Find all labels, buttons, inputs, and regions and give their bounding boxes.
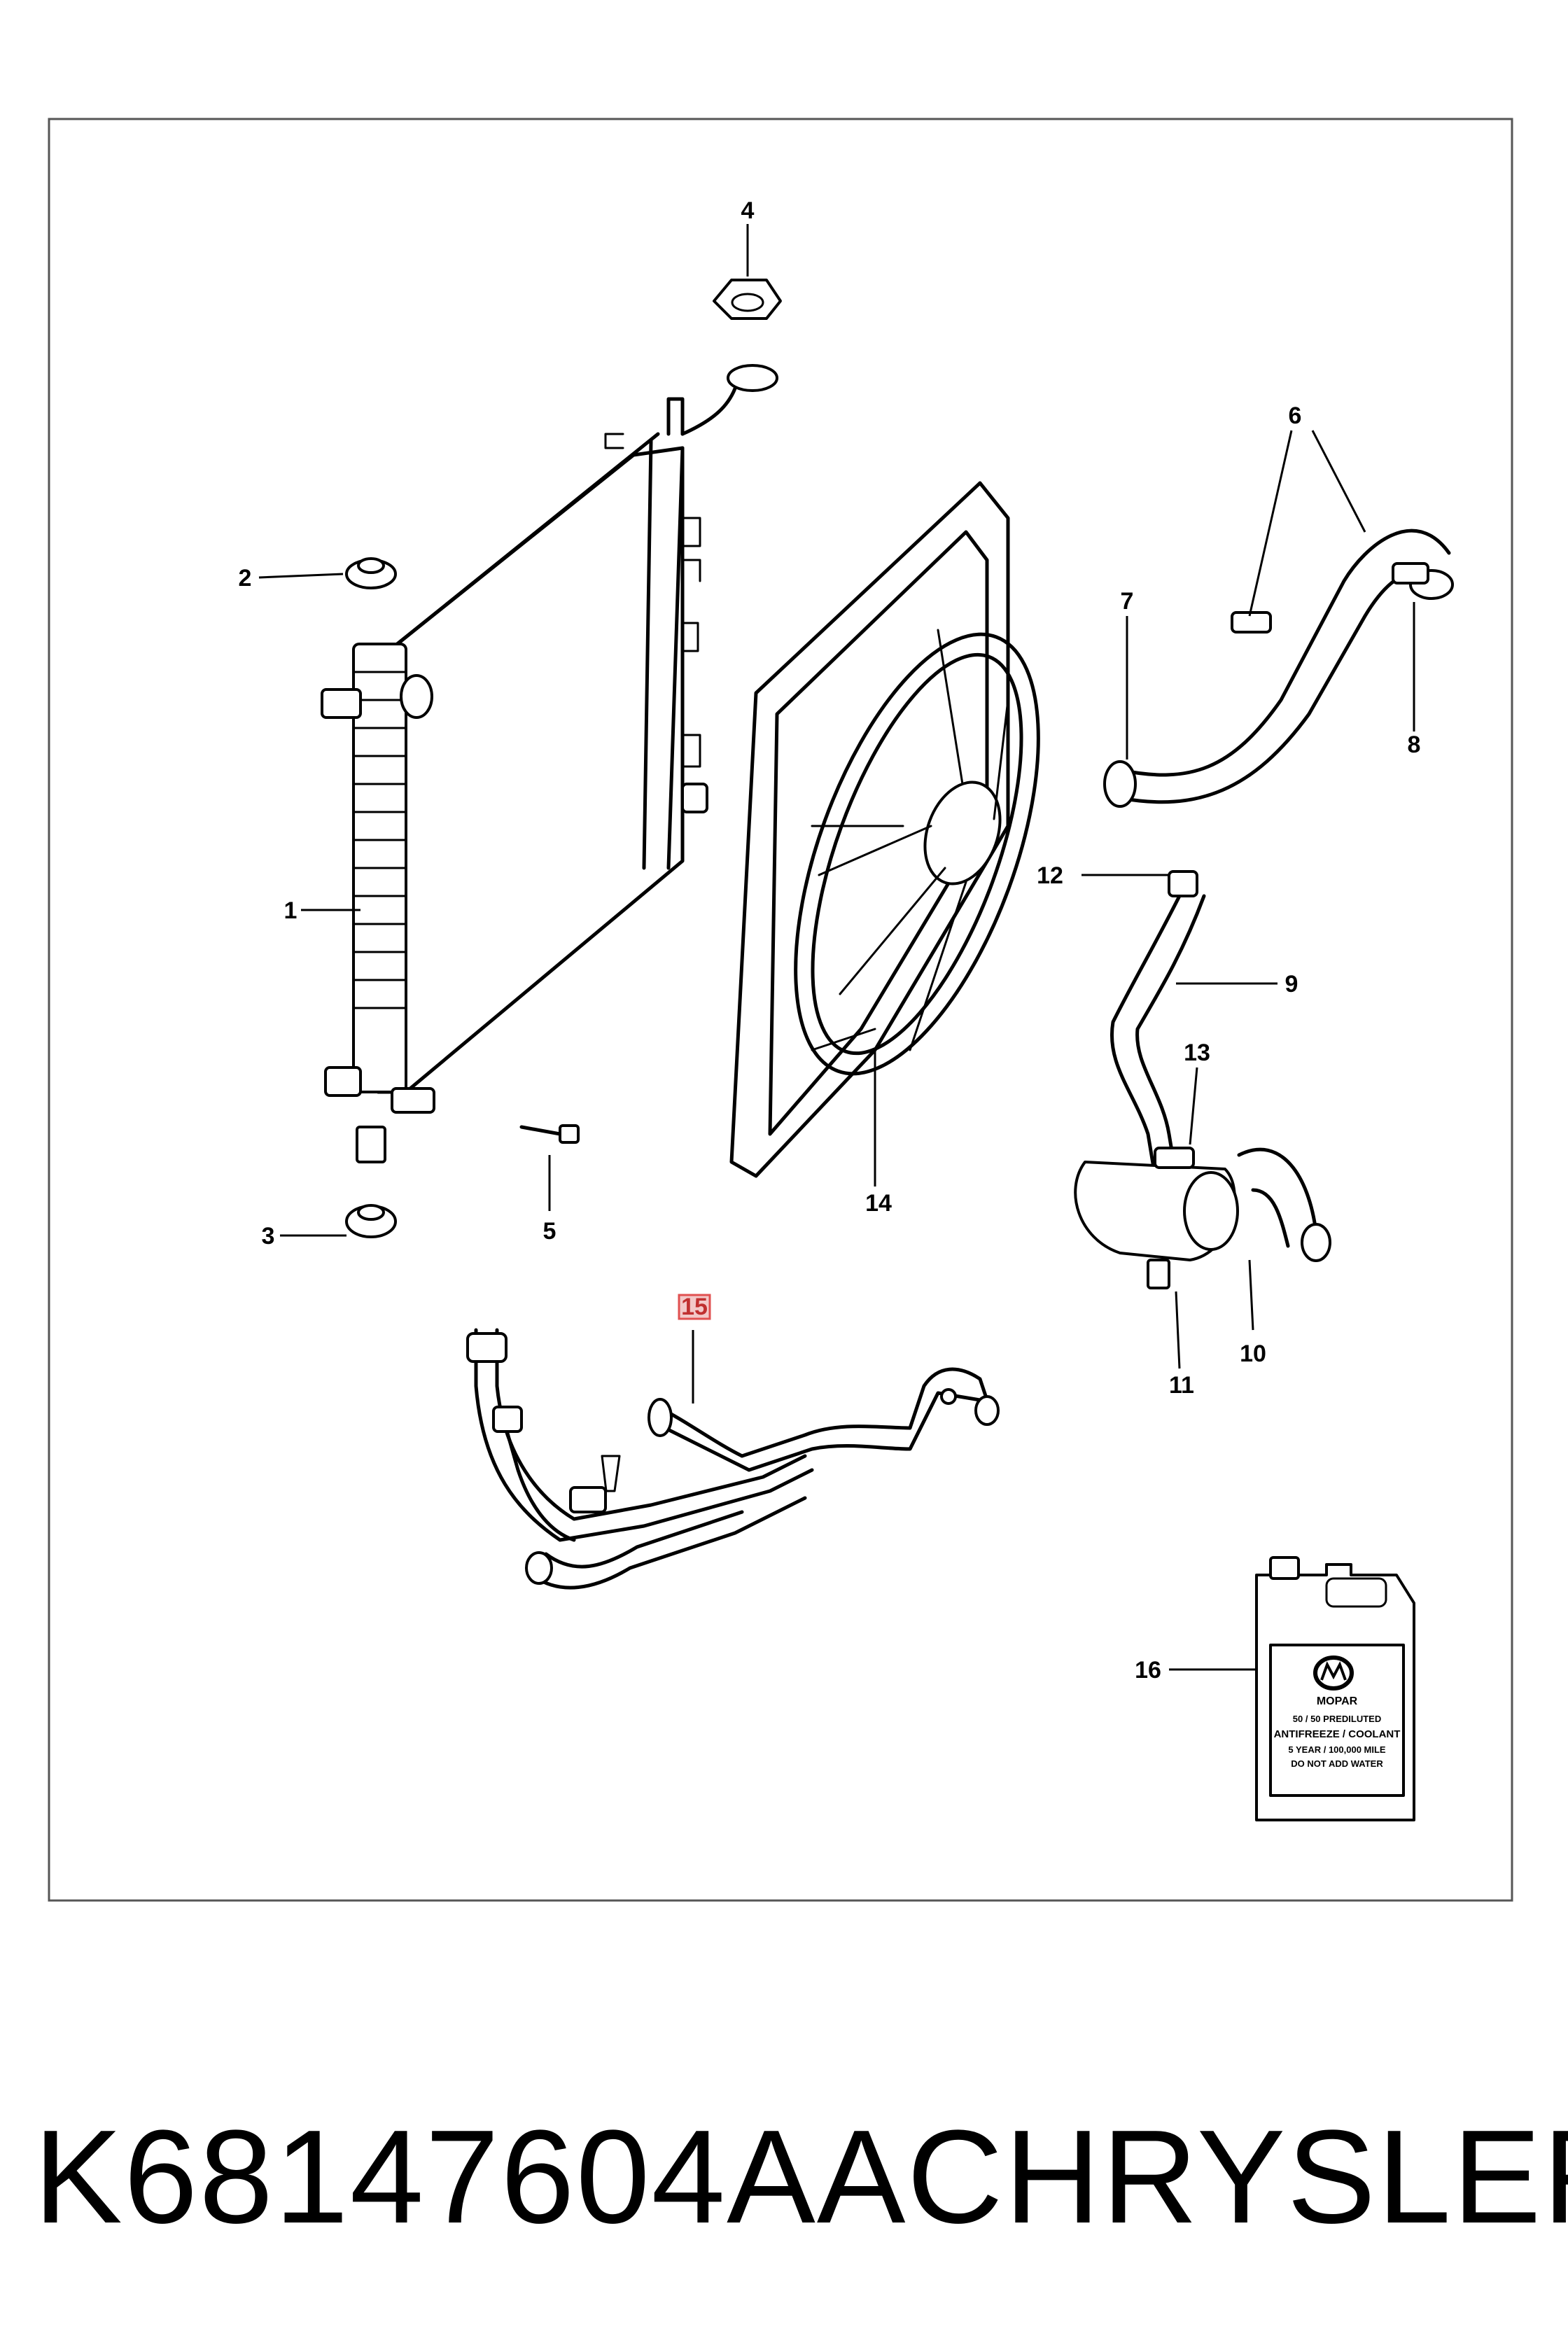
upper-radiator-hose [1103,528,1454,808]
jug-line-1: 50 / 50 PREDILUTED [1293,1714,1381,1724]
callout-13: 13 [1184,1040,1210,1066]
jug-line-4: DO NOT ADD WATER [1291,1758,1383,1769]
callout-7: 7 [1121,588,1134,615]
bolt [519,1124,580,1144]
callout-1: 1 [284,897,298,924]
coolant-jug [1255,1556,1415,1821]
brand-name: CHRYSLER [906,2103,1568,2251]
part-number: K68147604AA [34,2103,907,2251]
fan-shroud-assembly [729,481,1040,1178]
callout-9: 9 [1285,971,1298,997]
mopar-logo [1313,1656,1354,1690]
jug-line-3: 5 YEAR / 100,000 MILE [1288,1744,1386,1755]
callout-6: 6 [1289,402,1302,429]
pressure-cap [713,279,782,320]
jug-line-2: ANTIFREEZE / COOLANT [1274,1728,1401,1740]
callout-2: 2 [239,565,252,592]
callout-12: 12 [1037,862,1063,889]
callout-5: 5 [543,1218,556,1245]
jug-brand: MOPAR [1317,1695,1358,1707]
leader-lines [258,224,1415,1671]
callout-15-highlight [678,1294,711,1320]
callout-4: 4 [741,197,755,224]
callout-3: 3 [262,1223,275,1250]
callout-15: 15 [681,1294,708,1320]
radiator [321,364,778,1163]
diagram-frame [48,118,1513,1902]
callout-11: 11 [1169,1372,1194,1399]
radiator-insulator [345,557,397,589]
lower-hose-assembly [1074,870,1331,1289]
callout-14: 14 [865,1190,892,1217]
heater-hose-assembly [466,1328,1000,1590]
lower-insulator [345,1204,397,1238]
callout-16: 16 [1135,1657,1161,1684]
callout-10: 10 [1240,1340,1266,1367]
caption: K68147604AA CHRYSLER [0,2086,1568,2268]
callout-8: 8 [1408,732,1421,758]
